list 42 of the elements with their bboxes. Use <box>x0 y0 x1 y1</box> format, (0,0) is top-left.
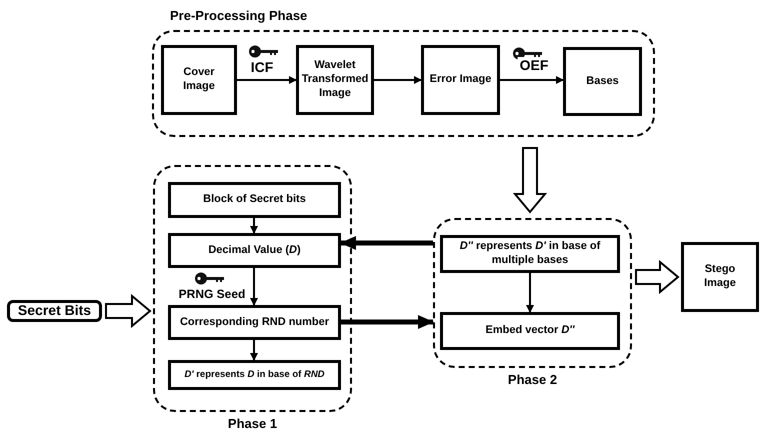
box-text: Embed vector D'' <box>486 324 574 338</box>
process-box <box>681 242 759 312</box>
process-box <box>440 312 620 350</box>
process-box <box>168 360 341 390</box>
arrow <box>341 315 434 329</box>
box-text: Decimal Value (D) <box>208 244 301 258</box>
arrow <box>526 273 534 313</box>
arrow <box>250 340 258 361</box>
arrow <box>340 236 433 250</box>
process-box <box>421 45 500 115</box>
box-text: D' represents D in base of RND <box>184 369 325 381</box>
edge-label: ICF <box>248 59 276 75</box>
box-text: Cover Image <box>182 66 216 94</box>
box-text: Corresponding RND number <box>180 316 330 330</box>
arrow <box>237 76 297 84</box>
arrow <box>374 76 422 84</box>
arrow <box>250 268 258 306</box>
box-text: Error Image <box>430 73 492 87</box>
arrow <box>500 76 564 84</box>
edge-label: PRNG Seed <box>176 287 248 301</box>
process-box <box>161 45 237 115</box>
box-text: Stego Image <box>703 263 737 291</box>
box-text: Block of Secret bits <box>203 193 306 207</box>
box-text: Wavelet Transformed Image <box>302 59 368 101</box>
group-heading: Phase 2 <box>508 372 558 387</box>
hollow-block-arrow <box>512 147 548 214</box>
process-box <box>168 305 341 340</box>
arrow <box>250 218 258 234</box>
box-text: Secret Bits <box>18 302 92 320</box>
process-box <box>296 45 374 115</box>
process-box <box>168 233 341 268</box>
hollow-block-arrow <box>105 294 152 328</box>
box-text: D'' represents D' in base of multiple bases <box>458 240 602 268</box>
group-heading: Pre-Processing Phase <box>170 8 308 23</box>
input-label-box <box>7 300 102 322</box>
process-box <box>440 235 620 273</box>
box-text: Bases <box>586 74 619 88</box>
process-box <box>168 182 341 218</box>
hollow-block-arrow <box>635 260 680 294</box>
group-heading: Phase 1 <box>228 416 278 431</box>
process-box <box>563 47 642 116</box>
edge-label: OEF <box>518 57 550 73</box>
